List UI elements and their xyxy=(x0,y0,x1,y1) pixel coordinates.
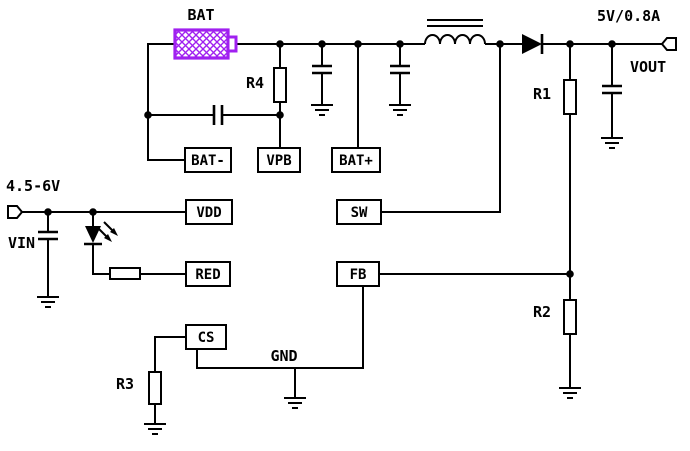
resistor-body xyxy=(563,299,577,335)
junction-dot xyxy=(89,208,97,216)
vout-terminal xyxy=(660,37,677,51)
pin-label: RED xyxy=(195,267,220,283)
pin-bat-plus: BAT+ xyxy=(331,147,381,173)
vin-label: VIN xyxy=(8,234,35,252)
capacitor-sw-1 xyxy=(312,64,332,75)
resistor-r2 xyxy=(563,299,577,335)
pin-label: BAT- xyxy=(191,153,225,169)
input-spec-label: 4.5-6V xyxy=(6,177,60,195)
junction-dot xyxy=(318,40,326,48)
pin-fb: FB xyxy=(336,261,380,287)
capacitor-bat xyxy=(212,105,224,125)
diode-anode-triangle xyxy=(522,34,542,54)
pin-bat-minus: BAT- xyxy=(184,147,232,173)
pin-cs: CS xyxy=(185,324,227,350)
ground-symbol xyxy=(559,387,581,399)
output-spec-label: 5V/0.8A xyxy=(597,7,660,25)
led-triangle xyxy=(85,226,101,243)
diode-symbol xyxy=(522,34,544,54)
battery-symbol xyxy=(173,28,238,60)
pin-box xyxy=(331,147,381,173)
pin-box xyxy=(185,261,231,287)
pin-box xyxy=(185,199,233,225)
vin-terminal xyxy=(7,205,24,219)
inductor-symbol xyxy=(424,19,486,45)
vout-label: VOUT xyxy=(630,58,666,76)
ground-symbol xyxy=(284,397,306,409)
junction-dot xyxy=(608,40,616,48)
pin-box xyxy=(336,261,380,287)
resistor-body xyxy=(273,67,287,103)
ground-symbol xyxy=(144,423,166,435)
capacitor-output xyxy=(602,84,622,95)
pin-box xyxy=(336,199,382,225)
ground-symbol xyxy=(601,137,623,149)
resistor-body xyxy=(148,371,162,405)
junction-dots xyxy=(44,40,616,278)
battery-hatch-fill xyxy=(175,30,228,58)
pin-box xyxy=(185,324,227,350)
ground-symbol xyxy=(311,104,333,116)
pin-label: VPB xyxy=(266,153,291,169)
pin-red: RED xyxy=(185,261,231,287)
ground-symbol xyxy=(389,104,411,116)
junction-dot xyxy=(354,40,362,48)
pin-vpb: VPB xyxy=(257,147,301,173)
junction-dot xyxy=(276,40,284,48)
inductor-core-lines xyxy=(427,19,483,27)
r1-label: R1 xyxy=(533,85,551,103)
pin-label: FB xyxy=(350,267,367,283)
inductor-coil xyxy=(424,34,486,45)
battery-terminal-nub xyxy=(226,35,238,53)
junction-dot xyxy=(566,270,574,278)
resistor-r3 xyxy=(148,371,162,405)
r2-label: R2 xyxy=(533,303,551,321)
resistor-r4 xyxy=(273,67,287,103)
pin-label: BAT+ xyxy=(339,153,373,169)
junction-dot xyxy=(566,40,574,48)
wire-network xyxy=(22,43,662,424)
led-arrow xyxy=(103,221,118,236)
pin-label: CS xyxy=(198,330,215,346)
junction-dot xyxy=(44,208,52,216)
r4-label: R4 xyxy=(246,74,264,92)
led-symbol xyxy=(84,221,118,246)
led-arrow xyxy=(97,227,112,242)
junction-dot xyxy=(276,111,284,119)
capacitor-sw-2 xyxy=(390,64,410,75)
gnd-label: GND xyxy=(270,347,297,365)
pin-vdd: VDD xyxy=(185,199,233,225)
junction-dot xyxy=(144,111,152,119)
pin-sw: SW xyxy=(336,199,382,225)
ground-symbol xyxy=(37,296,59,308)
junction-dot xyxy=(496,40,504,48)
r3-label: R3 xyxy=(116,375,134,393)
resistor-r1 xyxy=(563,79,577,115)
battery-label: BAT xyxy=(187,6,214,24)
resistor-body xyxy=(109,267,141,280)
capacitor-input xyxy=(38,230,58,241)
pin-label: SW xyxy=(351,205,368,221)
pin-box xyxy=(257,147,301,173)
junction-dot xyxy=(396,40,404,48)
pin-label: VDD xyxy=(196,205,221,221)
led-series-resistor xyxy=(109,267,141,280)
pin-box xyxy=(184,147,232,173)
resistor-body xyxy=(563,79,577,115)
